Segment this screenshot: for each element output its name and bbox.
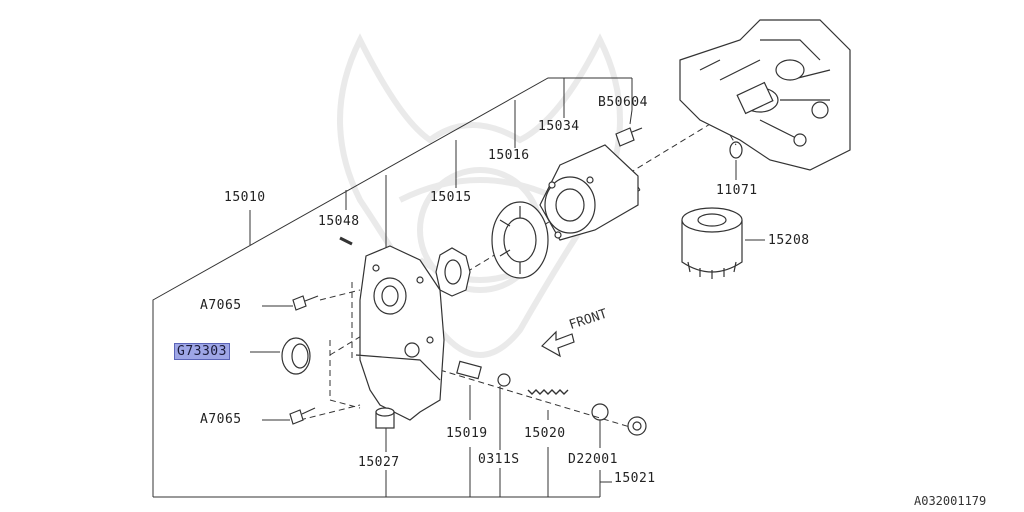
oil-seal [281, 337, 311, 375]
document-id: A032001179 [914, 494, 987, 508]
part-label-b50604[interactable]: B50604 [598, 95, 648, 110]
bolt-a7065-bottom [289, 407, 316, 425]
part-label-g73303[interactable]: G73303 [174, 343, 230, 360]
pin-15048 [339, 236, 353, 246]
part-label-15034[interactable]: 15034 [538, 119, 580, 134]
part-label-15015[interactable]: 15015 [430, 190, 472, 205]
oil-filter [681, 207, 743, 279]
part-label-15027[interactable]: 15027 [358, 455, 400, 470]
plug-15027 [375, 407, 395, 429]
part-label-a7065-top[interactable]: A7065 [200, 298, 242, 313]
inner-rotor [435, 247, 471, 297]
outer-rotor [491, 201, 549, 279]
part-label-15019[interactable]: 15019 [446, 426, 488, 441]
bracket-lines [152, 77, 765, 498]
engine-block [679, 19, 851, 171]
spring-15020 [527, 389, 569, 395]
relief-valve [456, 360, 482, 380]
part-label-a7065-bottom[interactable]: A7065 [200, 412, 242, 427]
part-label-15021[interactable]: 15021 [614, 471, 656, 486]
bolt-b50604 [615, 127, 643, 147]
part-label-15010[interactable]: 15010 [224, 190, 266, 205]
part-label-15016[interactable]: 15016 [488, 148, 530, 163]
part-label-15020[interactable]: 15020 [524, 426, 566, 441]
plug-15021 [627, 416, 647, 436]
part-label-d22001[interactable]: D22001 [568, 452, 618, 467]
bolt-a7065-top [292, 295, 319, 311]
part-label-0311s[interactable]: 0311S [478, 452, 520, 467]
gasket-d22001 [591, 403, 609, 421]
washer-0311s [497, 373, 511, 387]
pump-cover [539, 144, 639, 241]
pump-body [355, 245, 445, 421]
o-ring-11071 [729, 141, 743, 159]
front-arrow-icon [541, 330, 575, 358]
part-label-15208[interactable]: 15208 [768, 233, 810, 248]
part-label-15048[interactable]: 15048 [318, 214, 360, 229]
part-label-11071[interactable]: 11071 [716, 183, 758, 198]
